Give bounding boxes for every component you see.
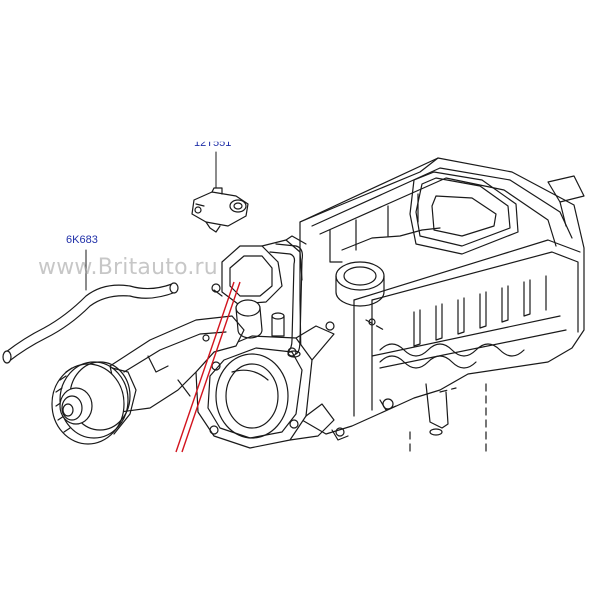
inlet-plenum-window bbox=[409, 171, 519, 255]
housing-ribs bbox=[379, 275, 547, 369]
map-sensor bbox=[191, 187, 249, 233]
hose-6K683 bbox=[2, 282, 179, 364]
drive-pulley bbox=[51, 361, 137, 445]
callout-label-hose: 6K683 bbox=[66, 234, 98, 246]
callout-leaders bbox=[85, 151, 217, 291]
throttle-body-flange bbox=[195, 325, 335, 449]
supercharger-housing bbox=[299, 157, 585, 435]
dashed-leader-lines bbox=[365, 319, 487, 453]
top-circular-port bbox=[335, 261, 385, 307]
watermark-text: www.Britauto.ru bbox=[38, 255, 218, 280]
vacuum-pipe bbox=[269, 243, 303, 358]
lower-mounting-bosses bbox=[325, 318, 449, 441]
callout-label-sensor: 12T551 bbox=[194, 137, 232, 149]
pulley-bracket bbox=[109, 315, 245, 413]
highlight-lines bbox=[175, 281, 241, 453]
